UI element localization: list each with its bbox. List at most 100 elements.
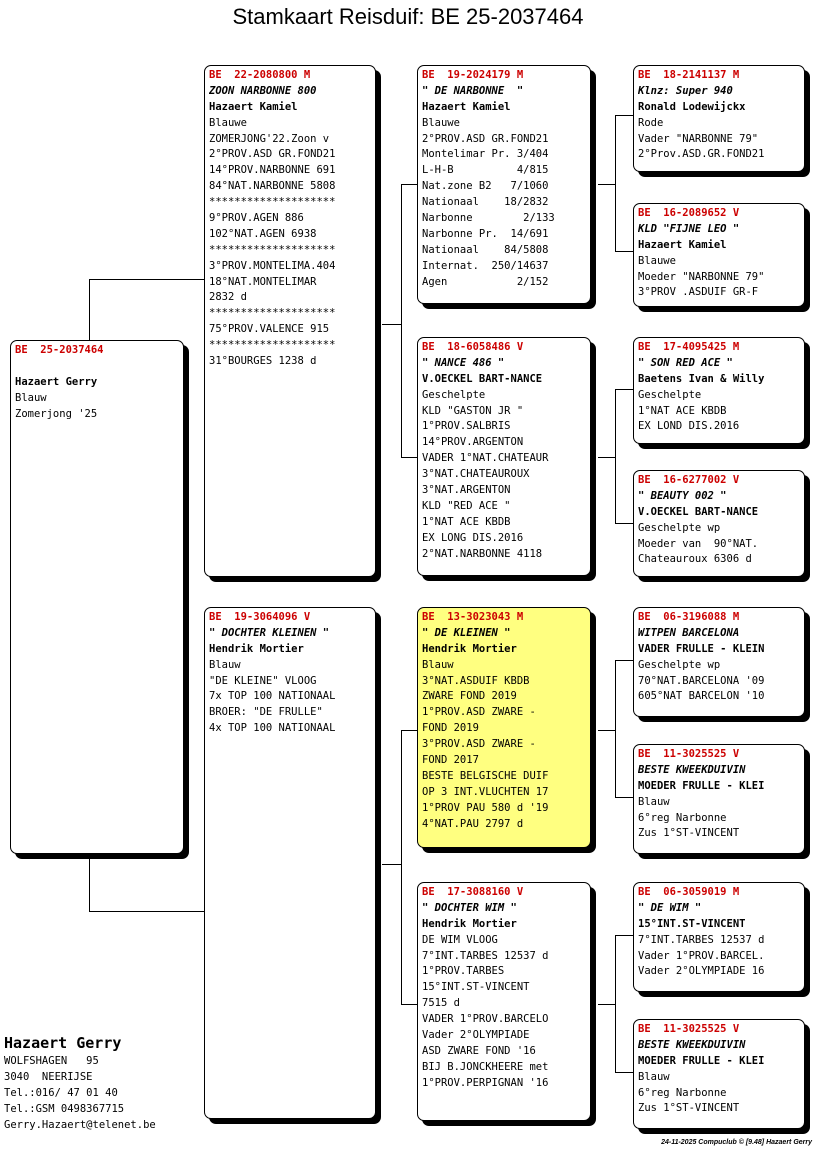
owner-name: Hazaert Kamiel — [638, 238, 727, 251]
pigeon-card-ff[interactable]: BE 19-2024179 M " DE NARBONNE " Hazaert … — [417, 65, 591, 304]
info-line: Geschelpte — [422, 388, 486, 401]
info-line: Blauw — [638, 795, 670, 808]
connector-line — [401, 184, 402, 458]
pigeon-card-mf[interactable]: BE 13-3023043 M " DE KLEINEN " Hendrik M… — [417, 607, 591, 848]
pigeon-card-subject[interactable]: BE 25-2037464 Hazaert Gerry Blauw Zomerj… — [10, 340, 184, 854]
info-line: Geschelpte — [638, 388, 702, 401]
info-line: 2°Prov.ASD.GR.FOND21 — [638, 148, 765, 161]
info-line: 7°INT.TARBES 12537 d — [638, 933, 765, 946]
info-line: Vader "NARBONNE 79" — [638, 132, 759, 145]
owner-name: V.OECKEL BART-NANCE — [638, 505, 759, 518]
pigeon-name: BESTE KWEEKDUIVIN — [638, 1038, 746, 1051]
info-line: 6°reg Narbonne — [638, 1086, 727, 1099]
owner-name: Hendrik Mortier — [422, 917, 517, 930]
info-line — [15, 359, 180, 375]
pigeon-card-mfm[interactable]: BE 11-3025525 V BESTE KWEEKDUIVIN MOEDER… — [633, 744, 805, 854]
info-line: 1°NAT ACE KBDB — [638, 404, 727, 417]
info-line: Agen 2/152 — [422, 275, 549, 288]
connector-line — [89, 279, 205, 280]
pigeon-card-father[interactable]: BE 22-2080800 M ZOON NARBONNE 800 Hazaer… — [204, 65, 376, 577]
info-line: 9°PROV.AGEN 886 — [209, 212, 304, 225]
connector-line — [615, 389, 616, 524]
owner-name: Ronald Lodewijckx — [638, 100, 746, 113]
info-line: Internat. 250/14637 — [422, 259, 549, 272]
connector-line — [615, 523, 634, 524]
pigeon-card-mmm[interactable]: BE 11-3025525 V BESTE KWEEKDUIVIN MOEDER… — [633, 1019, 805, 1129]
info-line: ******************** — [209, 243, 336, 256]
connector-line — [615, 115, 634, 116]
info-line: 7x TOP 100 NATIONAAL — [209, 690, 336, 703]
info-line: ZWARE FOND 2019 — [422, 690, 517, 703]
info-line: Blauw — [638, 1070, 670, 1083]
pigeon-card-fff[interactable]: BE 18-2141137 M Klnz: Super 940 Ronald L… — [633, 65, 805, 172]
connector-line — [401, 184, 418, 185]
connector-line — [615, 660, 616, 798]
owner-name: MOEDER FRULLE - KLEI — [638, 1054, 765, 1067]
info-line: ******************** — [209, 339, 336, 352]
pigeon-name: KLD "FIJNE LEO " — [638, 222, 740, 235]
connector-line — [615, 935, 616, 1073]
info-line: 75°PROV.VALENCE 915 — [209, 323, 330, 336]
connector-line — [615, 935, 634, 936]
pigeon-card-mother[interactable]: BE 19-3064096 V " DOCHTER KLEINEN " Hend… — [204, 607, 376, 1119]
pigeon-card-mff[interactable]: BE 06-3196088 M WITPEN BARCELONA VADER F… — [633, 607, 805, 717]
pigeon-card-ffm[interactable]: BE 16-2089652 V KLD "FIJNE LEO " Hazaert… — [633, 203, 805, 307]
owner-contact-block: Hazaert Gerry WOLFSHAGEN 95 3040 NEERIJS… — [4, 1033, 156, 1133]
footer-credit: 24-11-2025 Compuclub © [9.48] Hazaert Ge… — [661, 1139, 812, 1146]
info-line: Narbonne Pr. 14/691 — [422, 227, 549, 240]
ring-number: BE 16-6277002 V — [638, 474, 740, 486]
ring-number: BE 19-2024179 M — [422, 69, 524, 81]
info-line: 1°PROV PAU 580 d '19 — [422, 801, 549, 814]
info-line: 3°NAT.ARGENTON — [422, 484, 511, 497]
info-line: Moeder "NARBONNE 79" — [638, 270, 765, 283]
info-line: Rode — [638, 116, 664, 129]
pigeon-card-fm[interactable]: BE 18-6058486 V " NANCE 486 " V.OECKEL B… — [417, 337, 591, 576]
info-line: 3°NAT.ASDUIF KBDB — [422, 674, 530, 687]
info-line: ASD ZWARE FOND '16 — [422, 1044, 536, 1057]
info-line: VADER 1°NAT.CHATEAUR — [422, 452, 549, 465]
ring-number: BE 18-6058486 V — [422, 341, 524, 353]
info-line: 3°PROV .ASDUIF GR-F — [638, 286, 759, 299]
info-line: 102°NAT.AGEN 6938 — [209, 227, 317, 240]
info-line: 2832 d — [209, 291, 247, 304]
info-line: 70°NAT.BARCELONA '09 — [638, 674, 765, 687]
owner-name: V.OECKEL BART-NANCE — [422, 372, 543, 385]
owner-name: Hendrik Mortier — [422, 642, 517, 655]
pigeon-card-mm[interactable]: BE 17-3088160 V " DOCHTER WIM " Hendrik … — [417, 882, 591, 1121]
info-line: 1°PROV.SALBRIS — [422, 420, 511, 433]
pigeon-card-fmf[interactable]: BE 17-4095425 M " SON RED ACE " Baetens … — [633, 337, 805, 444]
owner-email[interactable]: Gerry.Hazaert@telenet.be — [4, 1119, 156, 1131]
pigeon-name: " NANCE 486 " — [422, 356, 505, 369]
info-line: 15°INT.ST-VINCENT — [422, 981, 530, 994]
owner-name: Hazaert Gerry — [15, 375, 98, 388]
connector-line — [615, 389, 634, 390]
info-line: FOND 2017 — [422, 754, 479, 767]
ring-number: BE 11-3025525 V — [638, 1023, 740, 1035]
info-line: 3°NAT.CHATEAUROUX — [422, 468, 530, 481]
connector-line — [615, 660, 634, 661]
pigeon-name: WITPEN BARCELONA — [638, 626, 740, 639]
ring-number: BE 22-2080800 M — [209, 69, 311, 81]
info-line: 1°PROV.PERPIGNAN '16 — [422, 1076, 549, 1089]
owner-name: Hendrik Mortier — [209, 642, 304, 655]
ring-number: BE 06-3196088 M — [638, 611, 740, 623]
info-line: Blauwe — [209, 116, 247, 129]
pigeon-card-fmm[interactable]: BE 16-6277002 V " BEAUTY 002 " V.OECKEL … — [633, 470, 805, 577]
owner-phone: Tel.:016/ 47 01 40 — [4, 1087, 118, 1099]
connector-line — [382, 864, 402, 865]
pigeon-card-mmf[interactable]: BE 06-3059019 M " DE WIM " 15°INT.ST-VIN… — [633, 882, 805, 992]
pigeon-name: " BEAUTY 002 " — [638, 489, 727, 502]
info-line: BESTE BELGISCHE DUIF — [422, 769, 549, 782]
info-line: Zus 1°ST-VINCENT — [638, 1102, 740, 1115]
ring-number: BE 25-2037464 — [15, 344, 104, 356]
info-line: 1°PROV.TARBES — [422, 965, 505, 978]
info-line: Blauwe — [638, 254, 676, 267]
info-line: KLD "RED ACE " — [422, 499, 511, 512]
info-line: Blauw — [15, 391, 47, 404]
info-line: 1°PROV.ASD ZWARE - — [422, 706, 536, 719]
connector-line — [89, 279, 90, 341]
info-line: 7°INT.TARBES 12537 d — [422, 949, 549, 962]
info-line: Nationaal 84/5808 — [422, 243, 549, 256]
info-line: Blauw — [422, 658, 454, 671]
owner-name: Baetens Ivan & Willy — [638, 372, 765, 385]
